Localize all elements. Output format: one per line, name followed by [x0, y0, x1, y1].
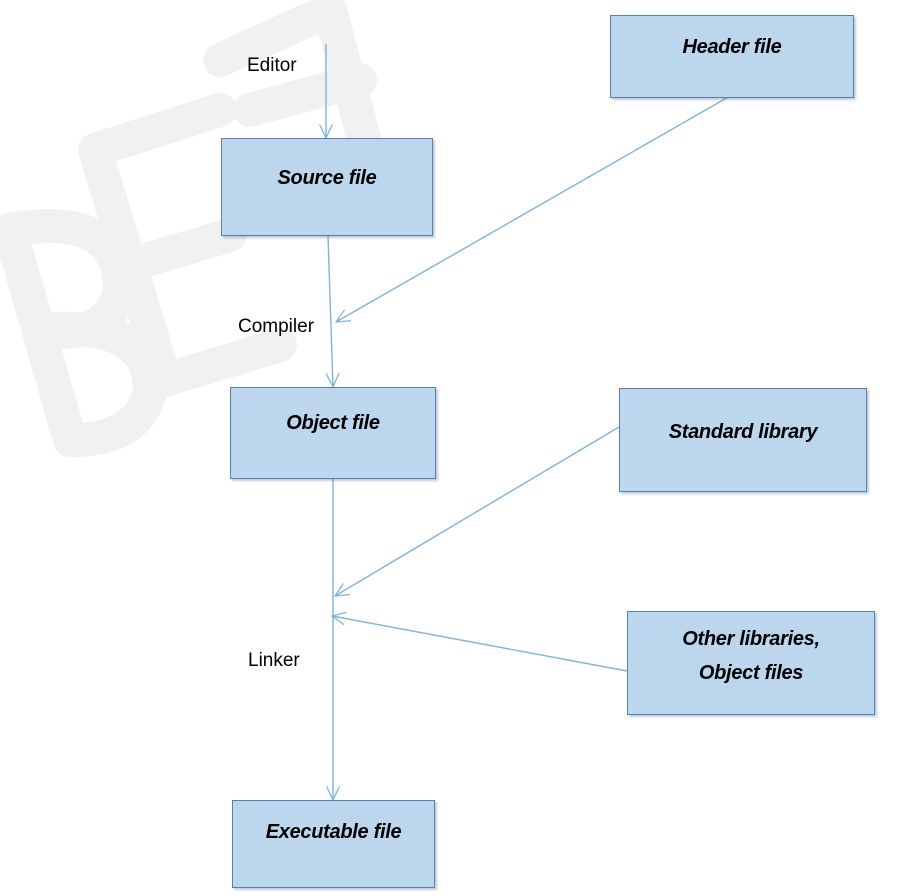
header-file-text: Header file [682, 36, 782, 58]
editor-label: Editor [247, 55, 297, 76]
standard-library-box: Standard library [619, 388, 867, 492]
object-file-box: Object file [230, 387, 436, 479]
source-file-box: Source file [221, 138, 433, 236]
arrow-header-to-compiler [336, 95, 731, 322]
linker-label: Linker [248, 650, 300, 671]
other-libraries-text: Other libraries, Object files [682, 628, 820, 684]
source-file-text: Source file [277, 167, 377, 189]
standard-library-text: Standard library [668, 421, 818, 443]
compiler-label: Compiler [238, 316, 315, 337]
other-libraries-box: Other libraries, Object files [627, 611, 875, 715]
arrow-otherlibs-to-linker [332, 616, 628, 672]
executable-file-text: Executable file [265, 821, 402, 843]
header-file-box: Header file [610, 15, 854, 98]
object-file-text: Object file [286, 412, 380, 434]
arrow-stdlib-to-linker [335, 426, 620, 596]
executable-file-box: Executable file [232, 800, 435, 888]
arrow-source-to-object [328, 235, 333, 387]
